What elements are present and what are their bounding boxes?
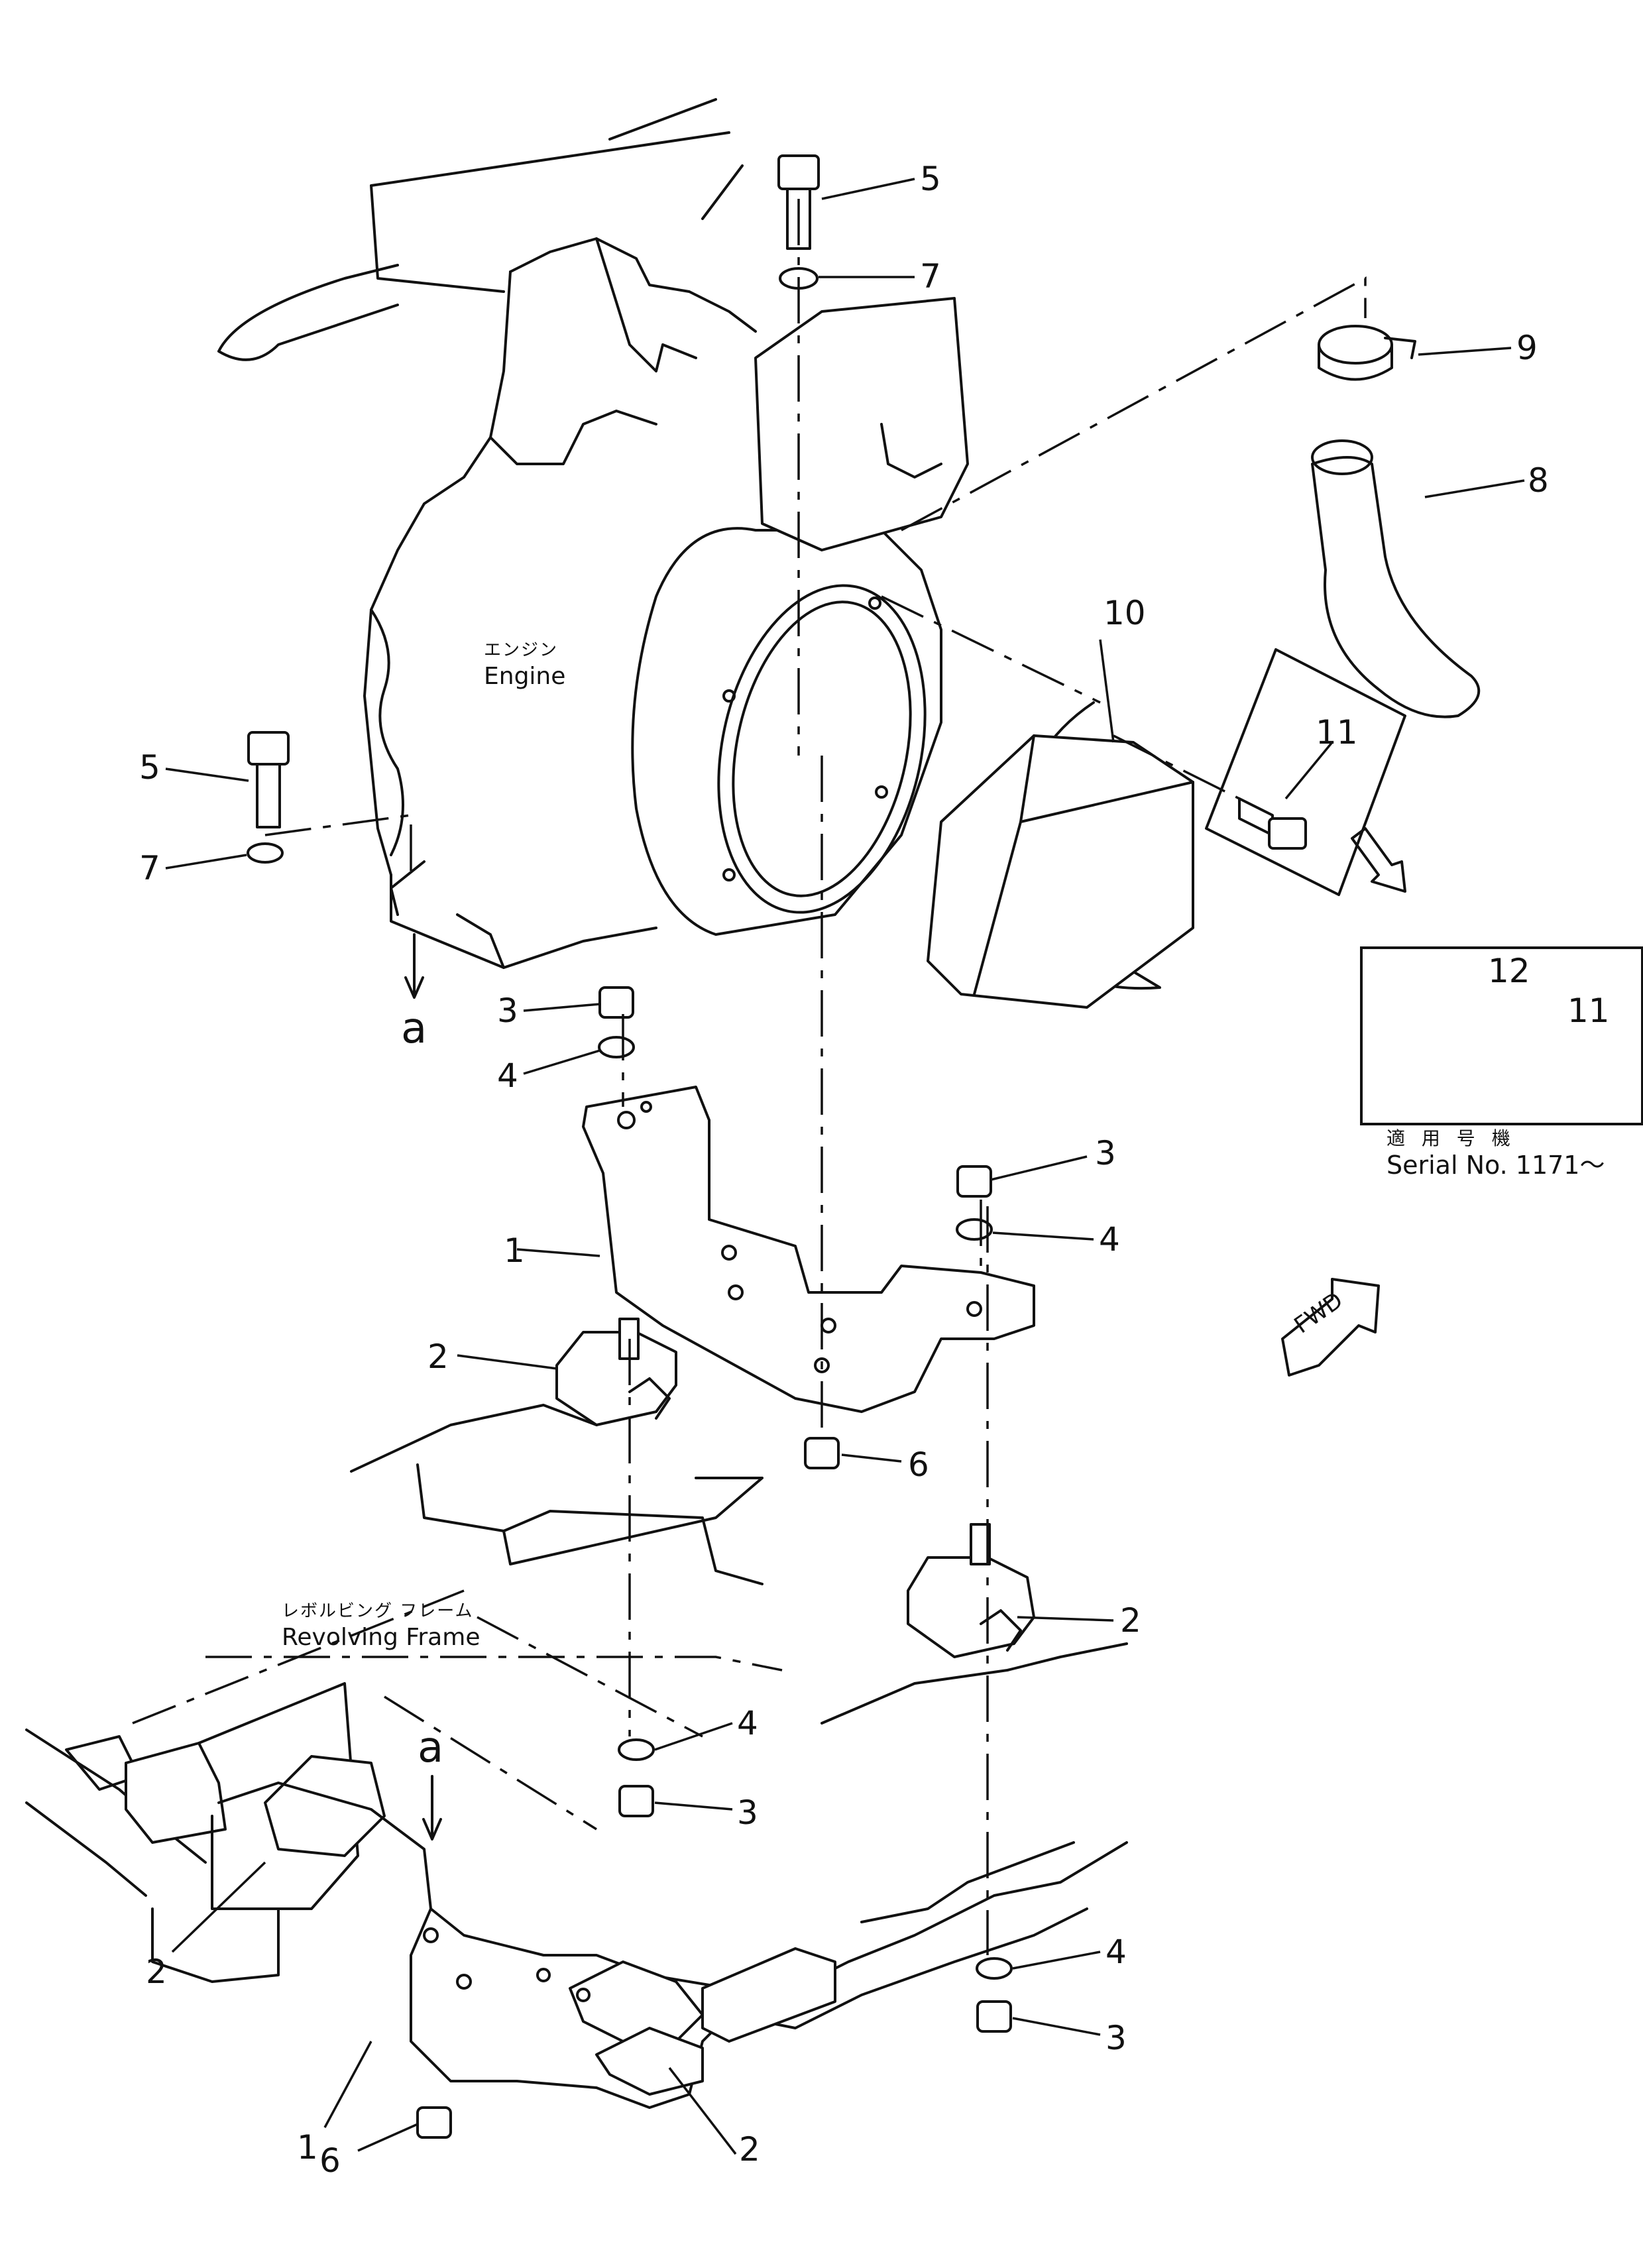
fwd-arrow bbox=[1281, 1278, 1380, 1377]
rubber-mount-upper bbox=[555, 1318, 677, 1426]
view-letter-lower: a bbox=[418, 1723, 444, 1772]
view-letter-upper: a bbox=[401, 1004, 427, 1053]
engine-label-en: Engine bbox=[484, 662, 566, 690]
callout-7-upper: 7 bbox=[920, 257, 941, 296]
nut-3-c bbox=[618, 1785, 654, 1817]
view-arrow-upper bbox=[404, 933, 424, 999]
callout-3-a: 3 bbox=[497, 992, 518, 1030]
frame-label: レボルビング フレーム Revolving Frame bbox=[282, 1601, 480, 1652]
callout-12: 12 bbox=[1488, 952, 1530, 990]
callout-4-c: 4 bbox=[737, 1704, 758, 1742]
callout-11-inset: 11 bbox=[1567, 992, 1610, 1030]
serial-label-en: Serial No. 1171～ bbox=[1387, 1151, 1605, 1180]
cover-plate bbox=[927, 701, 1194, 1009]
engine-label-jp: エンジン bbox=[484, 640, 559, 660]
nut-3-b bbox=[956, 1165, 992, 1198]
callout-6-lower: 6 bbox=[319, 2141, 341, 2180]
view-arrow-lower bbox=[422, 1775, 442, 1841]
washer-4-a bbox=[598, 1036, 635, 1058]
nut-6-a bbox=[804, 1437, 840, 1469]
callout-2-upper: 2 bbox=[427, 1337, 449, 1376]
engine-body bbox=[217, 98, 757, 969]
frame-label-jp: レボルビング フレーム bbox=[282, 1601, 474, 1621]
serial-label: 適 用 号 機 Serial No. 1171～ bbox=[1387, 1127, 1605, 1182]
callout-4-b: 4 bbox=[1099, 1220, 1120, 1259]
serial-label-jp: 適 用 号 機 bbox=[1387, 1127, 1516, 1149]
flywheel-housing bbox=[631, 527, 942, 936]
washer-7-left bbox=[247, 842, 284, 864]
direction-arrow bbox=[1351, 827, 1406, 893]
filter-cover bbox=[754, 297, 969, 551]
callout-2-right: 2 bbox=[1120, 1601, 1141, 1640]
center-lines bbox=[132, 199, 1367, 1955]
hose-clamp bbox=[1318, 325, 1416, 381]
callout-7-left: 7 bbox=[139, 849, 160, 887]
nut-6-b bbox=[416, 2106, 452, 2139]
callout-2-left: 2 bbox=[146, 1953, 167, 1991]
leader-lines bbox=[165, 178, 1525, 2155]
callout-1-lower: 1 bbox=[297, 2128, 318, 2167]
callout-11-main: 11 bbox=[1316, 713, 1358, 752]
rubber-mount-lower bbox=[907, 1523, 1035, 1658]
callout-3-c: 3 bbox=[737, 1793, 758, 1832]
callout-4-a: 4 bbox=[497, 1056, 518, 1095]
callout-1-upper: 1 bbox=[504, 1231, 525, 1270]
callout-5-left: 5 bbox=[139, 748, 160, 787]
callout-8: 8 bbox=[1528, 461, 1549, 500]
washer-4-c bbox=[618, 1738, 655, 1761]
callout-3-b: 3 bbox=[1095, 1134, 1116, 1172]
revolving-frame bbox=[25, 1404, 1128, 2109]
callout-2-bottom: 2 bbox=[739, 2130, 760, 2169]
engine-bracket bbox=[582, 1086, 1035, 1413]
bolt-11-detail-frame bbox=[1205, 648, 1406, 896]
callout-5-upper: 5 bbox=[920, 160, 941, 198]
serial-inset-box bbox=[1360, 946, 1643, 1125]
callout-10: 10 bbox=[1104, 594, 1146, 632]
bolt-11 bbox=[1238, 797, 1307, 850]
washer-4-b bbox=[956, 1218, 993, 1241]
callout-9: 9 bbox=[1516, 329, 1538, 367]
nut-3-a bbox=[598, 986, 634, 1019]
callout-6-upper: 6 bbox=[908, 1446, 929, 1484]
bolt-5-left bbox=[247, 731, 290, 828]
washer-4-d bbox=[976, 1957, 1013, 1980]
engine-label: エンジン Engine bbox=[484, 640, 565, 691]
frame-label-en: Revolving Frame bbox=[282, 1623, 481, 1651]
hose bbox=[1311, 439, 1481, 718]
callout-4-d: 4 bbox=[1105, 1933, 1127, 1971]
callout-3-d: 3 bbox=[1105, 2019, 1127, 2057]
nut-3-d bbox=[976, 2000, 1012, 2033]
